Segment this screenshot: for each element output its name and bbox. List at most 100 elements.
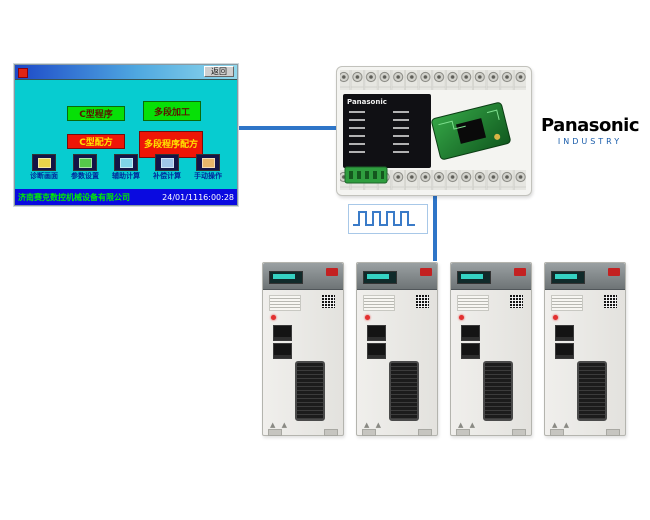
plc-top-terminals bbox=[340, 70, 526, 90]
servo-qr-code bbox=[322, 295, 335, 308]
servo-front-cap bbox=[451, 263, 531, 290]
plc-indicator-rows bbox=[349, 111, 409, 153]
servo-front-cap bbox=[263, 263, 343, 290]
hmi-toolbar-button[interactable]: 补偿计算 bbox=[148, 154, 186, 186]
hmi-toolbar-button[interactable]: 参数设置 bbox=[66, 154, 104, 186]
back-button[interactable]: 返回 bbox=[204, 66, 234, 77]
datetime-display: 24/01/1116:00:28 bbox=[162, 192, 234, 202]
brand-subtitle-text: INDUSTRY bbox=[557, 137, 623, 146]
hmi-toolbar-button[interactable]: 诊断画面 bbox=[25, 154, 63, 186]
servo-led-display bbox=[269, 271, 303, 284]
plc-to-servo-cable bbox=[433, 193, 437, 261]
servo-foot-left bbox=[268, 429, 282, 436]
servo-front-cap bbox=[545, 263, 625, 290]
servo-comm-port-1 bbox=[367, 325, 386, 341]
brand-logo: Panasonic INDUSTRY bbox=[538, 115, 642, 147]
servo-io-connector bbox=[483, 361, 513, 421]
multi-machining-button[interactable]: 多段加工 bbox=[143, 101, 201, 121]
servo-led-display bbox=[457, 271, 491, 284]
toolbar-button-label: 诊断画面 bbox=[30, 172, 58, 180]
servo-status-led bbox=[365, 315, 370, 320]
servo-brand-mark bbox=[514, 268, 526, 276]
plc-green-terminal-block bbox=[344, 166, 388, 184]
hmi-to-plc-cable bbox=[236, 126, 336, 130]
servo-comm-port-1 bbox=[461, 325, 480, 341]
servo-front-cap bbox=[357, 263, 437, 290]
servo-nameplate bbox=[551, 295, 583, 311]
plc-brand-text: Panasonic bbox=[347, 98, 387, 106]
servo-comm-port-2 bbox=[461, 343, 480, 359]
servo-drive-4: ▲ ▲ bbox=[544, 262, 626, 436]
servo-brand-mark bbox=[420, 268, 432, 276]
servo-group: ▲ ▲ ▲ ▲ ▲ ▲ bbox=[262, 262, 626, 436]
servo-drive-2: ▲ ▲ bbox=[356, 262, 438, 436]
diagnostic-screen-icon bbox=[32, 154, 56, 171]
servo-comm-port-1 bbox=[273, 325, 292, 341]
toolbar-icon-glyph bbox=[79, 158, 92, 168]
toolbar-button-label: 手动操作 bbox=[194, 172, 222, 180]
toolbar-icon-glyph bbox=[161, 158, 174, 168]
servo-nameplate bbox=[269, 295, 301, 311]
toolbar-icon-glyph bbox=[202, 158, 215, 168]
plc-unit: Panasonic bbox=[336, 66, 532, 196]
servo-qr-code bbox=[604, 295, 617, 308]
servo-qr-code bbox=[416, 295, 429, 308]
multi-recipe-button[interactable]: 多段程序配方 bbox=[139, 131, 203, 158]
servo-comm-port-1 bbox=[555, 325, 574, 341]
square-wave-icon bbox=[353, 211, 415, 226]
servo-drive-3: ▲ ▲ bbox=[450, 262, 532, 436]
warning-icons: ▲ ▲ bbox=[270, 421, 289, 429]
servo-led-display bbox=[551, 271, 585, 284]
plc-graphic: Panasonic bbox=[340, 70, 526, 190]
servo-status-led bbox=[553, 315, 558, 320]
servo-comm-port-2 bbox=[367, 343, 386, 359]
servo-io-connector bbox=[295, 361, 325, 421]
servo-status-led bbox=[459, 315, 464, 320]
servo-nameplate bbox=[363, 295, 395, 311]
servo-drive-1: ▲ ▲ bbox=[262, 262, 344, 436]
toolbar-button-label: 补偿计算 bbox=[153, 172, 181, 180]
servo-qr-code bbox=[510, 295, 523, 308]
c-recipe-button[interactable]: C型配方 bbox=[67, 134, 125, 149]
servo-foot-right bbox=[606, 429, 620, 436]
c-program-button[interactable]: C型程序 bbox=[67, 106, 125, 121]
hmi-status-bar: 济南赛克数控机械设备有限公司 24/01/1116:00:28 bbox=[15, 189, 237, 205]
servo-foot-left bbox=[456, 429, 470, 436]
hmi-panel: 返回 C型程序 多段加工 C型配方 多段程序配方 诊断画面 参数设置 辅助计算 … bbox=[14, 64, 238, 206]
servo-nameplate bbox=[457, 295, 489, 311]
servo-foot-right bbox=[324, 429, 338, 436]
hmi-toolbar-button[interactable]: 辅助计算 bbox=[107, 154, 145, 186]
auxiliary-calc-icon bbox=[114, 154, 138, 171]
servo-foot-right bbox=[512, 429, 526, 436]
servo-io-connector bbox=[389, 361, 419, 421]
servo-comm-port-2 bbox=[273, 343, 292, 359]
warning-icons: ▲ ▲ bbox=[364, 421, 383, 429]
manual-operation-icon bbox=[196, 154, 220, 171]
servo-foot-left bbox=[550, 429, 564, 436]
plc-circuit-board bbox=[431, 102, 511, 160]
warning-icons: ▲ ▲ bbox=[552, 421, 571, 429]
parameter-settings-icon bbox=[73, 154, 97, 171]
servo-io-connector bbox=[577, 361, 607, 421]
hmi-toolbar: 诊断画面 参数设置 辅助计算 补偿计算 手动操作 bbox=[15, 154, 237, 186]
pulse-signal-box bbox=[348, 204, 428, 234]
toolbar-button-label: 辅助计算 bbox=[112, 172, 140, 180]
company-name: 济南赛克数控机械设备有限公司 bbox=[18, 192, 130, 202]
servo-foot-right bbox=[418, 429, 432, 436]
servo-brand-mark bbox=[326, 268, 338, 276]
warning-icons: ▲ ▲ bbox=[458, 421, 477, 429]
hmi-toolbar-button[interactable]: 手动操作 bbox=[189, 154, 227, 186]
toolbar-button-label: 参数设置 bbox=[71, 172, 99, 180]
servo-foot-left bbox=[362, 429, 376, 436]
servo-led-display bbox=[363, 271, 397, 284]
compensation-calc-icon bbox=[155, 154, 179, 171]
servo-brand-mark bbox=[608, 268, 620, 276]
hmi-screen: C型程序 多段加工 C型配方 多段程序配方 诊断画面 参数设置 辅助计算 补偿计… bbox=[15, 80, 237, 189]
toolbar-icon-glyph bbox=[120, 158, 133, 168]
toolbar-icon-glyph bbox=[38, 158, 51, 168]
hmi-title-icon bbox=[18, 68, 28, 78]
brand-name-text: Panasonic bbox=[540, 115, 640, 136]
chip bbox=[455, 118, 487, 144]
servo-comm-port-2 bbox=[555, 343, 574, 359]
